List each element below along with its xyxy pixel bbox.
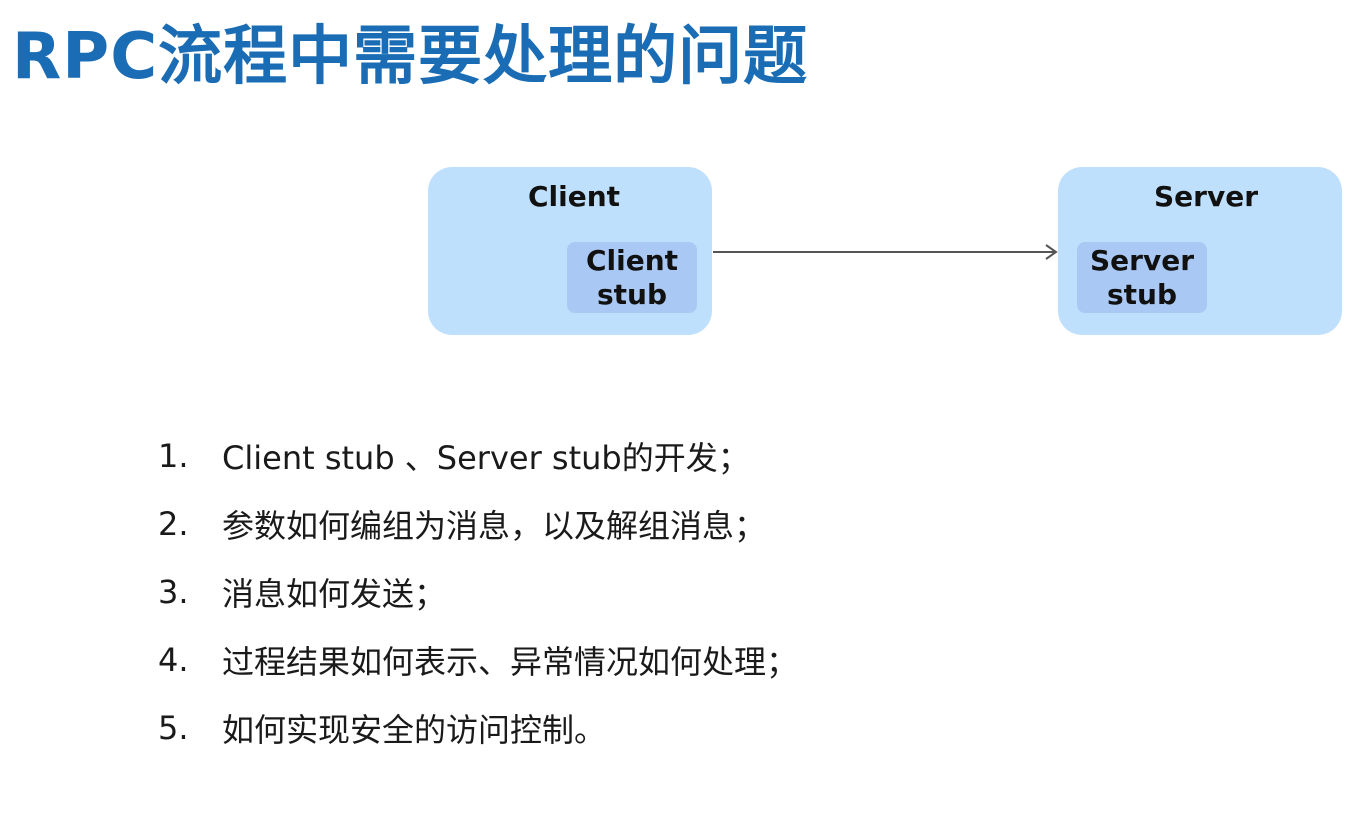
issue-text: 消息如何发送； xyxy=(222,575,447,613)
client-node: Client Client stub xyxy=(428,167,712,335)
client-node-title: Client xyxy=(528,180,621,213)
server-node: Server Server stub xyxy=(1058,167,1342,335)
arrowhead-icon xyxy=(1045,244,1058,260)
client-stub-label: Client stub xyxy=(585,243,679,311)
issue-item: 5. 如何实现安全的访问控制。 xyxy=(158,694,798,762)
issue-text: 过程结果如何表示、异常情况如何处理； xyxy=(222,643,799,681)
issue-text: Client stub 、Server stub的开发； xyxy=(222,439,750,477)
slide-title: RPC流程中需要处理的问题 xyxy=(12,20,809,94)
issue-number: 3. xyxy=(158,573,189,611)
issue-text: 如何实现安全的访问控制。 xyxy=(222,711,607,749)
client-to-server-arrow xyxy=(713,244,1058,260)
issue-item: 2. 参数如何编组为消息，以及解组消息； xyxy=(158,490,798,558)
issue-list: 1. Client stub 、Server stub的开发； 2. 参数如何编… xyxy=(158,422,798,762)
issue-item: 4. 过程结果如何表示、异常情况如何处理； xyxy=(158,626,798,694)
issue-text: 参数如何编组为消息，以及解组消息； xyxy=(222,507,767,545)
server-stub-label: Server stub xyxy=(1089,243,1194,311)
client-stub-box: Client stub xyxy=(567,242,697,313)
issue-item: 1. Client stub 、Server stub的开发； xyxy=(158,422,798,490)
issue-number: 2. xyxy=(158,505,189,543)
server-stub-box: Server stub xyxy=(1077,242,1207,313)
issue-number: 5. xyxy=(158,709,189,747)
issue-item: 3. 消息如何发送； xyxy=(158,558,798,626)
server-node-title: Server xyxy=(1154,180,1259,213)
issue-number: 1. xyxy=(158,437,189,475)
issue-number: 4. xyxy=(158,641,189,679)
